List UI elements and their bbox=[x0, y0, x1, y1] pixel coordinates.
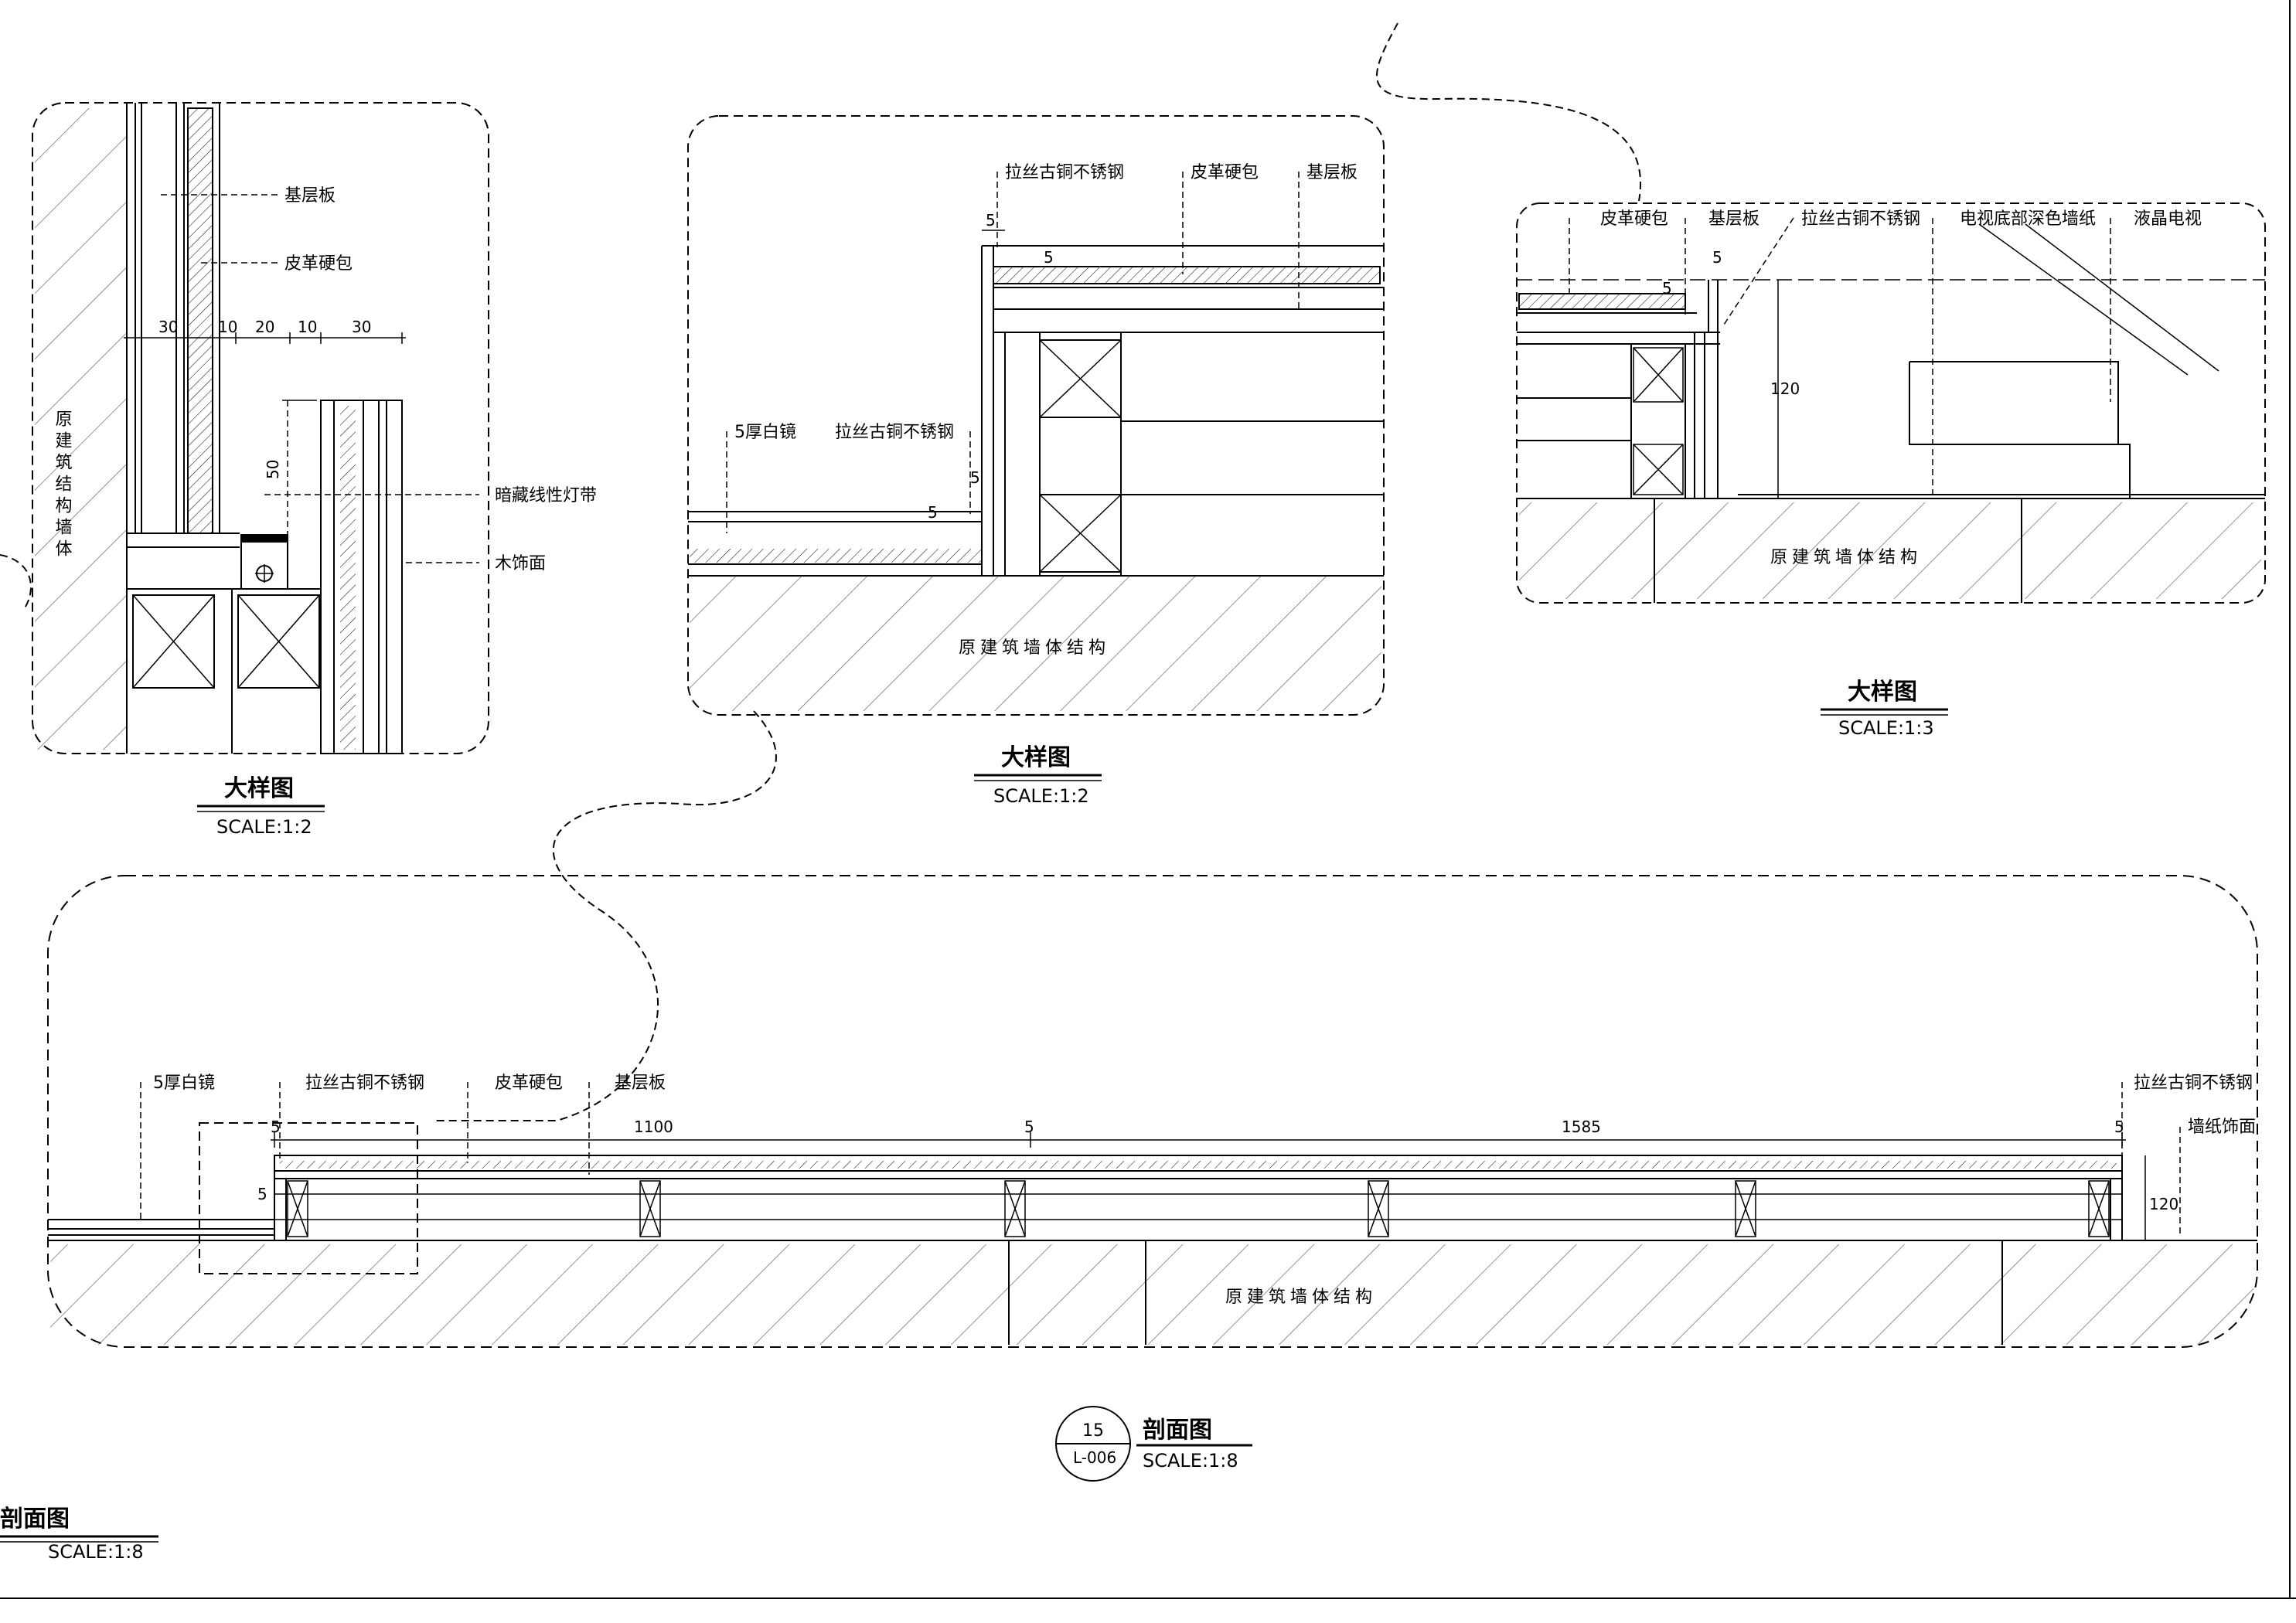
section-frame bbox=[47, 875, 2258, 1348]
detail-2-label-leather: 皮革硬包 bbox=[1191, 163, 1259, 182]
section-dim-1585: 1585 bbox=[1562, 1118, 1601, 1136]
detail-3-label-wall: 原建筑墙体结构 bbox=[1770, 548, 1922, 567]
detail-2-label-wall: 原建筑墙体结构 bbox=[959, 638, 1110, 658]
detail-3-dim-120: 120 bbox=[1770, 379, 1800, 398]
section-label-steel-right: 拉丝古铜不锈钢 bbox=[2134, 1073, 2253, 1093]
detail-1-label-leather: 皮革硬包 bbox=[284, 254, 353, 274]
section-label-wall: 原建筑墙体结构 bbox=[1225, 1288, 1377, 1307]
detail-3-label-wallpaper: 电视底部深色墙纸 bbox=[1960, 209, 2096, 229]
detail-3-wall-hatch bbox=[1519, 502, 2261, 599]
leader-curve-middle bbox=[433, 710, 777, 1121]
detail-3-label-steel: 拉丝古铜不锈钢 bbox=[1801, 209, 1920, 229]
section-dim-5-left: 5 bbox=[271, 1118, 281, 1136]
detail-1-dim-10a: 10 bbox=[218, 318, 237, 336]
detail-1-dim-30a: 30 bbox=[158, 318, 178, 336]
section-dim-1100: 1100 bbox=[634, 1118, 673, 1136]
detail-1-label-wood-finish: 木饰面 bbox=[495, 554, 546, 573]
section-wall-hatch bbox=[50, 1244, 2253, 1345]
detail-2-dim-5b: 5 bbox=[1044, 248, 1054, 267]
detail-2-dim-5c: 5 bbox=[970, 468, 980, 487]
detail-2-wall-hatch bbox=[690, 576, 1381, 711]
section-dim-5-mid: 5 bbox=[1024, 1118, 1034, 1136]
detail-1-scale: SCALE:1:2 bbox=[216, 816, 312, 838]
corner-title: 剖面图 bbox=[0, 1506, 70, 1533]
section-scale: SCALE:1:8 bbox=[1143, 1450, 1238, 1472]
detail-1-dim-50: 50 bbox=[264, 460, 282, 479]
section-label-base-board: 基层板 bbox=[615, 1073, 666, 1093]
detail-2-frame bbox=[687, 115, 1385, 716]
detail-1-title: 大样图 bbox=[224, 775, 294, 802]
detail-1: 30 10 20 10 30 50 基层板 皮革硬包 暗藏线性灯带 木饰面 原建… bbox=[32, 102, 597, 838]
detail-3-dim-5b: 5 bbox=[1662, 279, 1672, 298]
detail-3-label-base-board: 基层板 bbox=[1708, 209, 1759, 229]
detail-1-wall-hatch bbox=[35, 108, 126, 750]
leader-curve-right bbox=[1376, 22, 1641, 202]
detail-1-dim-30b: 30 bbox=[352, 318, 371, 336]
detail-3-label-leather: 皮革硬包 bbox=[1600, 209, 1668, 229]
section-label-mirror: 5厚白镜 bbox=[153, 1073, 215, 1093]
detail-2-label-steel2: 拉丝古铜不锈钢 bbox=[835, 423, 954, 442]
detail-1-label-base-board: 基层板 bbox=[284, 186, 336, 206]
detail-1-label-light-strip: 暗藏线性灯带 bbox=[495, 486, 597, 505]
detail-1-leather-layer bbox=[187, 107, 213, 534]
section-dim-5-side: 5 bbox=[257, 1185, 267, 1203]
detail-3-scale: SCALE:1:3 bbox=[1838, 717, 1934, 739]
detail-3-frame bbox=[1516, 202, 2266, 604]
section-marker-ref: L-006 bbox=[1073, 1448, 1116, 1467]
corner-scale: SCALE:1:8 bbox=[48, 1541, 144, 1563]
detail-1-frame bbox=[32, 102, 489, 754]
detail-3-title: 大样图 bbox=[1848, 679, 1917, 706]
detail-2-scale: SCALE:1:2 bbox=[993, 785, 1089, 807]
section-dim-120: 120 bbox=[2149, 1195, 2178, 1213]
section-view: 5 1100 5 1585 5 5 120 5厚白镜 拉丝古铜不锈钢 皮革硬包 … bbox=[47, 875, 2258, 1482]
detail-2-label-mirror: 5厚白镜 bbox=[734, 423, 796, 442]
section-label-wallpaper: 墙纸饰面 bbox=[2188, 1118, 2256, 1137]
section-panel bbox=[274, 1155, 2123, 1241]
section-label-leather: 皮革硬包 bbox=[495, 1073, 563, 1093]
detail-1-label-wall: 原建筑结构墙体 bbox=[53, 410, 73, 561]
detail-2-dim-5d: 5 bbox=[928, 503, 938, 522]
detail-3-dim-5a: 5 bbox=[1712, 248, 1722, 267]
detail-2-dim-5a: 5 bbox=[986, 211, 996, 230]
detail-2-title: 大样图 bbox=[1001, 744, 1071, 771]
leader-curve-left bbox=[0, 554, 32, 611]
detail-1-dim-20: 20 bbox=[255, 318, 274, 336]
section-callout-box bbox=[199, 1122, 418, 1274]
corner-title-block: 剖面图 SCALE:1:8 bbox=[0, 1506, 158, 1563]
detail-3: 5 5 120 皮革硬包 基层板 拉丝古铜不锈钢 电视底部深色墙纸 液晶电视 原… bbox=[1516, 202, 2266, 739]
detail-2: 5 5 5 5 拉丝古铜不锈钢 皮革硬包 基层板 5厚白镜 拉丝古铜不锈钢 原建… bbox=[687, 115, 1385, 807]
section-label-steel-left: 拉丝古铜不锈钢 bbox=[305, 1073, 424, 1093]
section-dim-5-right: 5 bbox=[2114, 1118, 2124, 1136]
detail-2-label-steel: 拉丝古铜不锈钢 bbox=[1005, 163, 1124, 182]
detail-1-wood-finish bbox=[320, 400, 403, 754]
detail-2-label-base-board: 基层板 bbox=[1306, 163, 1358, 182]
section-marker-number: 15 bbox=[1082, 1421, 1104, 1441]
detail-1-dim-10b: 10 bbox=[298, 318, 317, 336]
section-title: 剖面图 bbox=[1143, 1417, 1212, 1444]
detail-3-label-tv: 液晶电视 bbox=[2134, 209, 2202, 229]
